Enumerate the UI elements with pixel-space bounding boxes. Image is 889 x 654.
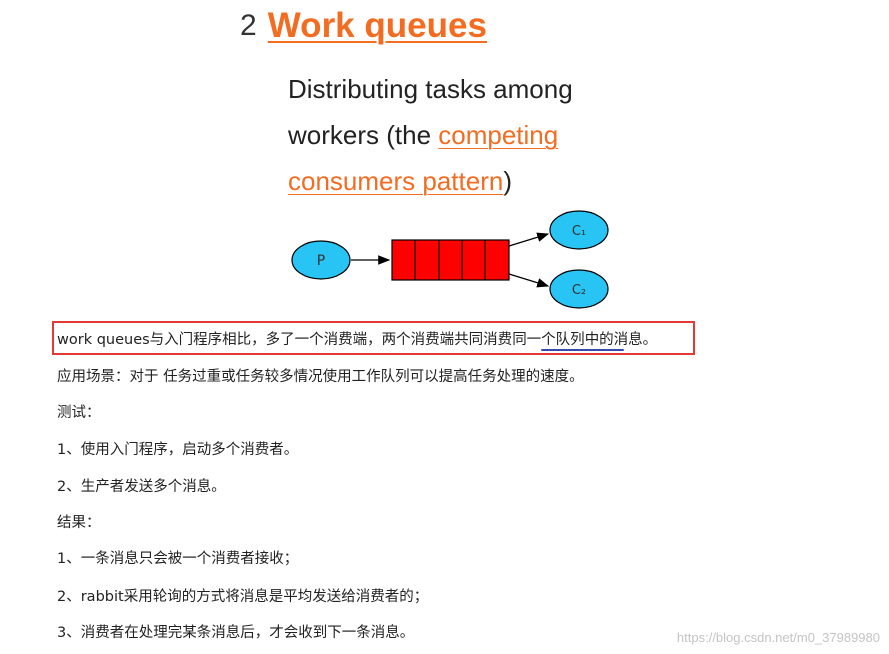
test-item: 1、使用入门程序，启动多个消费者。 (57, 442, 299, 458)
queue (391, 239, 510, 281)
consumer-1-arrow (508, 232, 550, 247)
test-heading: 测试： (57, 405, 101, 421)
producer-node: P (291, 240, 351, 280)
result-item: 2、rabbit采用轮询的方式将消息是平均发送给消费者的； (57, 589, 429, 605)
consumer-2-label: C₂ (572, 283, 586, 298)
competing-link[interactable]: competing (438, 120, 559, 150)
consumer-2-node: C₂ (549, 269, 609, 309)
intro-text: work queues与入门程序相比，多了一个消费端，两个消费端共同消费 (57, 332, 513, 348)
highlight-box (52, 321, 695, 355)
consumers-pattern-link[interactable]: consumers pattern (288, 166, 504, 196)
intro-paragraph: work queues与入门程序相比，多了一个消费端，两个消费端共同消费同一个队… (57, 330, 657, 350)
subtitle-line-3: consumers pattern) (288, 166, 512, 197)
highlight-underline (541, 349, 624, 351)
subtitle-text: workers (the (288, 120, 439, 150)
result-item: 3、消费者在处理完某条消息后，才会收到下一条消息。 (57, 625, 415, 641)
consumer-1-label: C₁ (572, 224, 586, 239)
subtitle-line-1: Distributing tasks among (288, 74, 573, 104)
producer-label: P (317, 253, 325, 269)
test-item: 2、生产者发送多个消息。 (57, 479, 226, 495)
work-queue-diagram: P C₁ C₂ (291, 210, 609, 309)
intro-text-end: 中的消息。 (584, 332, 658, 348)
result-heading: 结果： (57, 515, 101, 531)
result-item: 1、一条消息只会被一个消费者接收； (57, 551, 299, 567)
watermark: https://blog.csdn.net/m0_37989980 (676, 630, 880, 645)
section-number: 2 (240, 9, 257, 42)
subtitle-line-2: workers (the competing (288, 120, 558, 151)
section-title-link[interactable]: Work queues (267, 6, 487, 45)
consumer-2-arrow (508, 273, 550, 288)
subtitle-text: ) (503, 166, 512, 196)
scenario-paragraph: 应用场景：对于 任务过重或任务较多情况使用工作队列可以提高任务处理的速度。 (57, 369, 584, 385)
intro-highlight-text: 同一个队列 (512, 332, 585, 348)
section-heading: 2 Work queues (240, 6, 487, 46)
consumer-1-node: C₁ (549, 210, 609, 250)
